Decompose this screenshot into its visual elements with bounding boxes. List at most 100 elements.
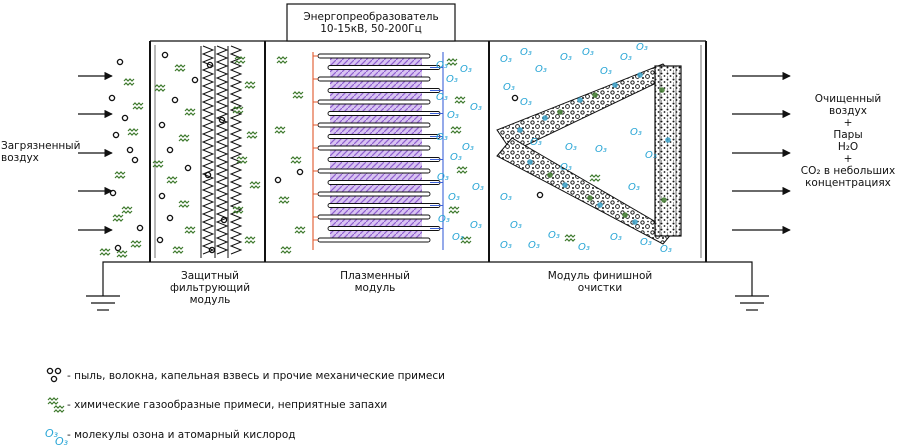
plasma-discharge xyxy=(330,196,422,203)
gas-molecule xyxy=(130,240,142,248)
ozone-molecule: O₃ xyxy=(620,52,632,63)
outlet-line2: воздух xyxy=(829,105,867,117)
plasma-discharge xyxy=(330,93,422,100)
gas-molecule xyxy=(152,160,164,168)
converter-label-line1: Энергопреобразователь xyxy=(303,11,439,23)
gas-molecule xyxy=(294,226,306,234)
inlet-pollutant-symbols xyxy=(99,58,144,258)
ozone-symbol-text: O₃ xyxy=(55,435,69,447)
plasma-discharge xyxy=(330,208,422,215)
ozone-molecule: O₃ xyxy=(510,220,522,231)
gas-molecule xyxy=(166,176,178,184)
ozone-molecule: O₃ xyxy=(470,220,482,231)
outlet-plus1: + xyxy=(843,117,853,129)
legend-item-particles: - пыль, волокна, капельная взвесь и проч… xyxy=(67,370,445,382)
ozone-molecule: O₃ xyxy=(582,47,594,58)
dust-particle xyxy=(156,236,164,244)
ozone-molecule: O₃ xyxy=(578,242,590,253)
outlet-plus2: + xyxy=(843,153,853,165)
electrode-rod xyxy=(317,214,431,220)
filter-module-line3: модуль xyxy=(189,294,231,306)
ozone-molecule: O₃ xyxy=(520,47,532,58)
ozone-molecule: O₃ xyxy=(640,237,652,248)
legend-icons: O₃ O₃ xyxy=(45,367,69,447)
ozone-molecule: O₃ xyxy=(500,192,512,203)
electrode-rod xyxy=(327,203,441,208)
dust-particle xyxy=(161,51,169,59)
ozone-molecule: O₃ xyxy=(438,214,450,225)
dust-particle xyxy=(274,176,282,184)
electrode-rod xyxy=(317,53,431,59)
ozone-molecule: O₃ xyxy=(548,230,560,241)
catalyst-bed-upper xyxy=(496,63,674,153)
plasma-discharge xyxy=(330,116,422,123)
ozone-molecule: O₃ xyxy=(500,240,512,251)
outlet-label: Очищенный воздух + Пары H₂O + CO₂ в небо… xyxy=(796,93,900,189)
plasma-discharge xyxy=(330,150,422,157)
catalyst-site xyxy=(587,195,593,201)
electrode-rod xyxy=(327,226,441,231)
ozone-molecule: O₃ xyxy=(470,102,482,113)
plasma-discharge xyxy=(330,127,422,134)
housing xyxy=(149,40,707,263)
catalyst-site xyxy=(637,72,643,78)
ozone-molecule: O₃ xyxy=(645,150,657,161)
catalyst-site xyxy=(622,212,628,218)
plasma-discharge xyxy=(330,70,422,77)
gas-molecule xyxy=(154,84,166,92)
dust-particle xyxy=(126,146,134,154)
gas-molecule xyxy=(448,206,460,214)
gas-molecule xyxy=(564,234,576,242)
ozone-molecule: O₃ xyxy=(447,110,459,121)
plasma-discharge xyxy=(330,139,422,146)
dust-particle xyxy=(109,189,117,197)
electrode-rod xyxy=(327,111,441,116)
electrode-rod xyxy=(317,76,431,82)
ozone-molecule: O₃ xyxy=(446,74,458,85)
outlet-line1: Очищенный xyxy=(814,93,882,105)
ozone-molecule: O₃ xyxy=(565,142,577,153)
finishing-module-line1: Модуль финишной xyxy=(547,270,653,282)
dust-particle xyxy=(536,191,544,199)
ozone-molecule: O₃ xyxy=(436,132,448,143)
ozone-molecule: O₃ xyxy=(636,42,648,53)
ozone-molecule: O₃ xyxy=(535,64,547,75)
plasma-discharge xyxy=(330,219,422,226)
gas-molecule xyxy=(446,58,458,66)
catalyst-site xyxy=(632,219,638,225)
gas-icon xyxy=(47,397,65,413)
legend-item-gases: - химические газообразные примеси, непри… xyxy=(67,399,388,411)
gas-molecule xyxy=(232,106,244,114)
legend-item-ozone: - молекулы озона и атомарный кислород xyxy=(67,429,296,441)
plasma-discharge xyxy=(330,173,422,180)
gas-molecule xyxy=(280,246,292,254)
dust-particle xyxy=(166,146,174,154)
gas-molecule xyxy=(121,206,133,214)
gas-molecule xyxy=(172,246,184,254)
dust-particle xyxy=(121,114,129,122)
dust-particle xyxy=(158,192,166,200)
ozone-molecule: O₃ xyxy=(610,232,622,243)
plasma-module-line2: модуль xyxy=(354,282,396,294)
gas-molecule xyxy=(114,171,126,179)
electrode-rod xyxy=(317,191,431,197)
dust-particle xyxy=(136,224,144,232)
sorbent-cartridge xyxy=(654,65,682,237)
gas-molecule xyxy=(292,91,304,99)
inlet-label: Загрязненный воздух xyxy=(1,140,81,164)
ozone-molecule: O₃ xyxy=(452,232,464,243)
gas-molecule xyxy=(116,250,128,258)
plasma-discharge xyxy=(330,162,422,169)
catalyst-site xyxy=(562,182,568,188)
gas-molecule xyxy=(178,134,190,142)
electrode-rod xyxy=(327,134,441,139)
gas-molecule xyxy=(112,214,124,222)
gas-molecule xyxy=(123,78,135,86)
plasma-discharge xyxy=(330,104,422,111)
ozone-molecule: O₃ xyxy=(630,127,642,138)
outlet-line5: CO₂ в небольших xyxy=(800,165,896,177)
gas-molecule xyxy=(249,181,261,189)
